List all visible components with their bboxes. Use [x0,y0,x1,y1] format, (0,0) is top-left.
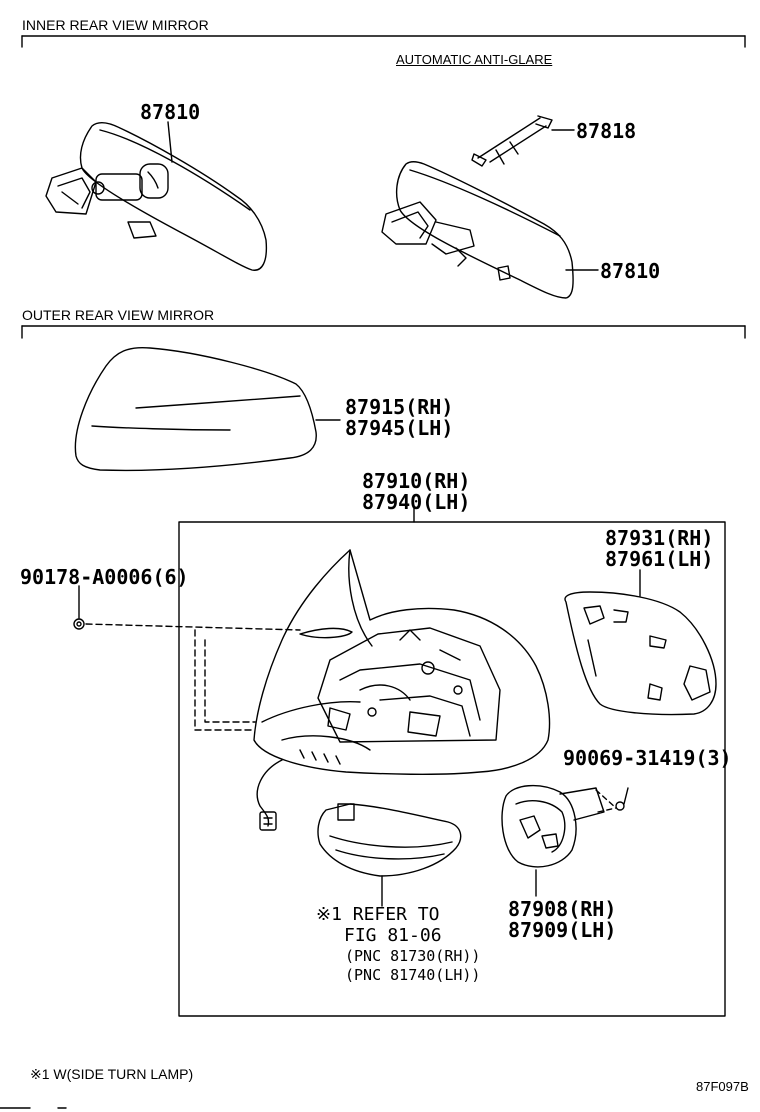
part-number-glass-rh: 87931(RH) [605,526,714,550]
mirror-assembly-drawing [253,549,551,831]
part-number-cover-lh: 87945(LH) [345,416,454,440]
part-number-assembly-rh: 87910(RH) [362,469,471,493]
part-number-actuator-lh: 87909(LH) [508,918,617,942]
assembly-box [178,521,726,1017]
part-number-anti-glare-mirror: 87810 [600,259,661,283]
anti-glare-mirror-drawing [381,115,599,299]
figure-code: 87F097B [696,1079,749,1094]
mirror-cover-drawing [74,346,341,472]
turn-lamp-ref-line2: FIG 81-06 [344,925,442,946]
part-number-cover-rh: 87915(RH) [345,395,454,419]
turn-lamp-pnc-rh: (PNC 81730(RH)) [345,947,481,965]
mirror-glass-drawing [564,569,717,716]
part-number-bracket: 87818 [576,119,637,143]
section-title-outer: OUTER REAR VIEW MIRROR [22,307,215,323]
part-number-assembly-lh: 87940(LH) [362,490,471,514]
section-title-inner: INNER REAR VIEW MIRROR [22,17,209,33]
part-number-screw: 90069-31419(3) [563,746,732,770]
inner-mirror-drawing [45,121,268,271]
outer-section-rule [21,325,746,339]
turn-lamp-ref-line1: ※1 REFER TO [316,904,440,925]
part-number-clip: 90178-A0006(6) [20,565,189,589]
clip-drawing [73,585,301,731]
part-number-inner-mirror: 87810 [140,100,201,124]
part-number-glass-lh: 87961(LH) [605,547,714,571]
turn-lamp-pnc-lh: (PNC 81740(LH)) [345,966,481,984]
part-number-actuator-rh: 87908(RH) [508,897,617,921]
actuator-drawing [501,785,629,897]
turn-lamp-drawing [317,803,462,907]
anti-glare-label: AUTOMATIC ANTI-GLARE [396,52,553,67]
inner-section-rule [21,35,746,48]
footnote: ※1 W(SIDE TURN LAMP) [30,1066,194,1082]
